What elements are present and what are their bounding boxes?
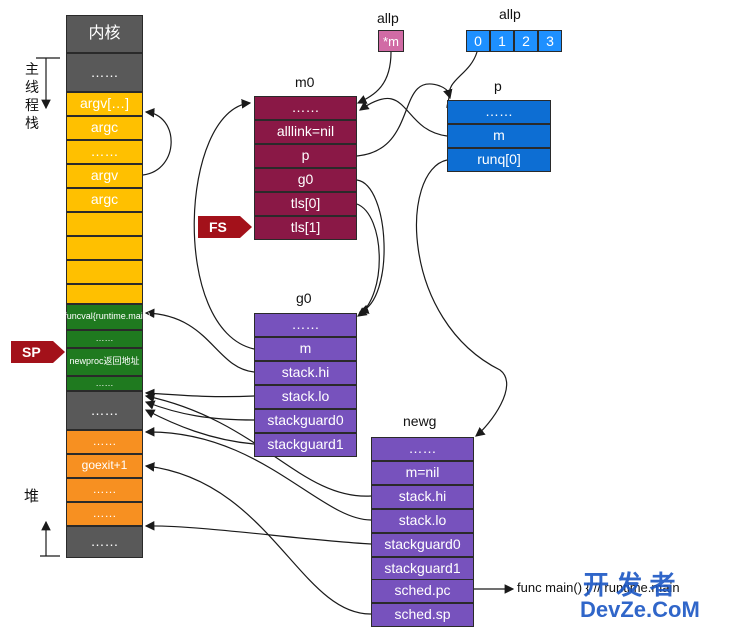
stack-cell: argv[…] (66, 92, 143, 116)
newg-field-m: m=nil (371, 461, 474, 485)
stack-cell: …… (66, 502, 143, 526)
p-title: p (494, 78, 502, 94)
stack-cell: …… (66, 478, 143, 502)
stack-cell: argc (66, 188, 143, 212)
g0-field-stackguard1: stackguard1 (254, 433, 357, 457)
allp-array-cell: 0 (466, 30, 490, 52)
fs-tag: FS (198, 216, 252, 238)
p-field: …… (447, 100, 551, 124)
stack-cell (66, 260, 143, 284)
p-field-runq: runq[0] (447, 148, 551, 172)
stack-cell: …… (66, 391, 143, 430)
newg-field-stackguard1: stackguard1 (371, 557, 474, 581)
g0-field-stackguard0: stackguard0 (254, 409, 357, 433)
stack-cell-funcval: &funcval{runtime.main} (58, 304, 151, 330)
allp-ptr-cell: *m (378, 30, 404, 52)
newg-field-stackguard0: stackguard0 (371, 533, 474, 557)
stack-cell: argv (66, 164, 143, 188)
m0-field-p: p (254, 144, 357, 168)
newg-field-sched-pc: sched.pc (371, 579, 474, 603)
g0-field-stack-hi: stack.hi (254, 361, 357, 385)
stack-cell (66, 284, 143, 304)
watermark-en: DevZe.CoM (580, 597, 700, 622)
allp-ptr-label: allp (377, 10, 399, 26)
stack-cell (66, 236, 143, 260)
m0-field-tls1: tls[1] (254, 216, 357, 240)
allp-array-cell: 2 (514, 30, 538, 52)
stack-cell: …… (66, 430, 143, 454)
g0-field-m: m (254, 337, 357, 361)
g0-field: …… (254, 313, 357, 337)
sp-arrow-shape (11, 341, 65, 363)
m0-field: …… (254, 96, 357, 120)
newg-field: …… (371, 437, 474, 461)
fs-arrow-shape (198, 216, 252, 238)
stack-cell-goexit: goexit+1 (66, 454, 143, 478)
allp-array-cell: 3 (538, 30, 562, 52)
m0-title: m0 (295, 74, 315, 90)
heap-label: 堆 (24, 488, 40, 505)
newg-field-stack-hi: stack.hi (371, 485, 474, 509)
p-field-m: m (447, 124, 551, 148)
g0-title: g0 (296, 290, 312, 306)
watermark-cn: 开 发 者 (583, 570, 676, 600)
stack-cell-newproc-return: newproc返回地址 (66, 348, 143, 376)
g0-field-stack-lo: stack.lo (254, 385, 357, 409)
allp-array-label: allp (499, 6, 521, 22)
stack-cell: …… (66, 140, 143, 164)
stack-cell: …… (66, 53, 143, 92)
m0-field-tls0: tls[0] (254, 192, 357, 216)
stack-cell: …… (66, 526, 143, 558)
m0-field-g0: g0 (254, 168, 357, 192)
func-main-label: func main() { // runtime.main (517, 580, 680, 595)
newg-field-stack-lo: stack.lo (371, 509, 474, 533)
newg-title: newg (403, 413, 437, 429)
stack-cell (66, 212, 143, 236)
sp-tag: SP (11, 341, 65, 363)
stack-cell: argc (66, 116, 143, 140)
allp-array-cell: 1 (490, 30, 514, 52)
main-thread-stack-label: 主 线 程 栈 (25, 61, 39, 131)
stack-cell: …… (66, 376, 143, 391)
stack-cell: …… (66, 330, 143, 348)
newg-field-sched-sp: sched.sp (371, 603, 474, 627)
stack-kernel-cell: 内核 (66, 15, 143, 53)
m0-field-alllink: alllink=nil (254, 120, 357, 144)
